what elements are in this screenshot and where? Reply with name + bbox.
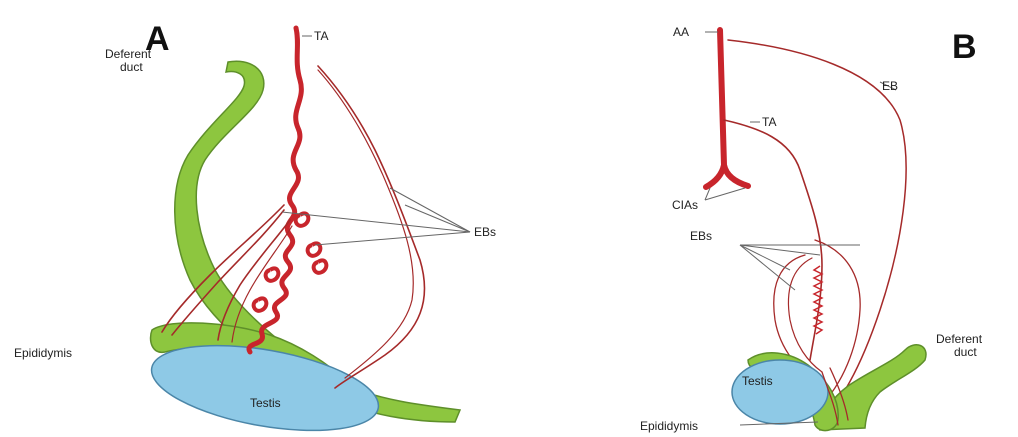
- panel-b-label-eb: EB: [882, 79, 898, 93]
- panel-a-branch-outer: [318, 66, 425, 388]
- panel-a-label-ta: TA: [314, 29, 328, 43]
- panel-a-label-epididymis: Epididymis: [14, 346, 72, 360]
- panel-b-coiled-artery: [814, 266, 822, 334]
- panel-b-aorta: [706, 30, 748, 187]
- panel-b-label-ebs: EBs: [690, 229, 712, 243]
- panel-a-ann-ebs-4: [405, 205, 470, 232]
- panel-b-ann-cias-2: [705, 188, 745, 200]
- panel-a-label-duct: duct: [120, 60, 143, 74]
- panel-a-label-testis: Testis: [250, 396, 281, 410]
- panel-b-testis: [732, 360, 828, 424]
- panel-b-label-ta: TA: [762, 115, 776, 129]
- panel-b-label-epididymis: Epididymis: [640, 419, 698, 433]
- panel-b-label-duct: duct: [954, 345, 977, 359]
- panel-b-label-aa: AA: [673, 25, 689, 39]
- panel-b-ann-ebs-4: [740, 245, 820, 255]
- panel-a-label-deferent: Deferent: [105, 47, 152, 61]
- panel-a-ann-ebs-1: [282, 212, 470, 232]
- panel-b-label-deferent: Deferent: [936, 332, 983, 346]
- panel-a-ann-ebs-2: [315, 232, 470, 245]
- panel-a: A TA Deferent duct EBs Epididymis Testis: [14, 20, 496, 437]
- panel-b-ta-branch: [724, 120, 822, 360]
- panel-b-ann-ebs-2: [740, 245, 790, 270]
- panel-b: B AA EB TA CI: [640, 25, 983, 433]
- panel-a-label-ebs: EBs: [474, 225, 496, 239]
- panel-b-ann-ebs-3: [740, 245, 795, 290]
- panel-b-label-cias: CIAs: [672, 198, 698, 212]
- panel-b-label-testis: Testis: [742, 374, 773, 388]
- panel-b-letter: B: [952, 28, 977, 66]
